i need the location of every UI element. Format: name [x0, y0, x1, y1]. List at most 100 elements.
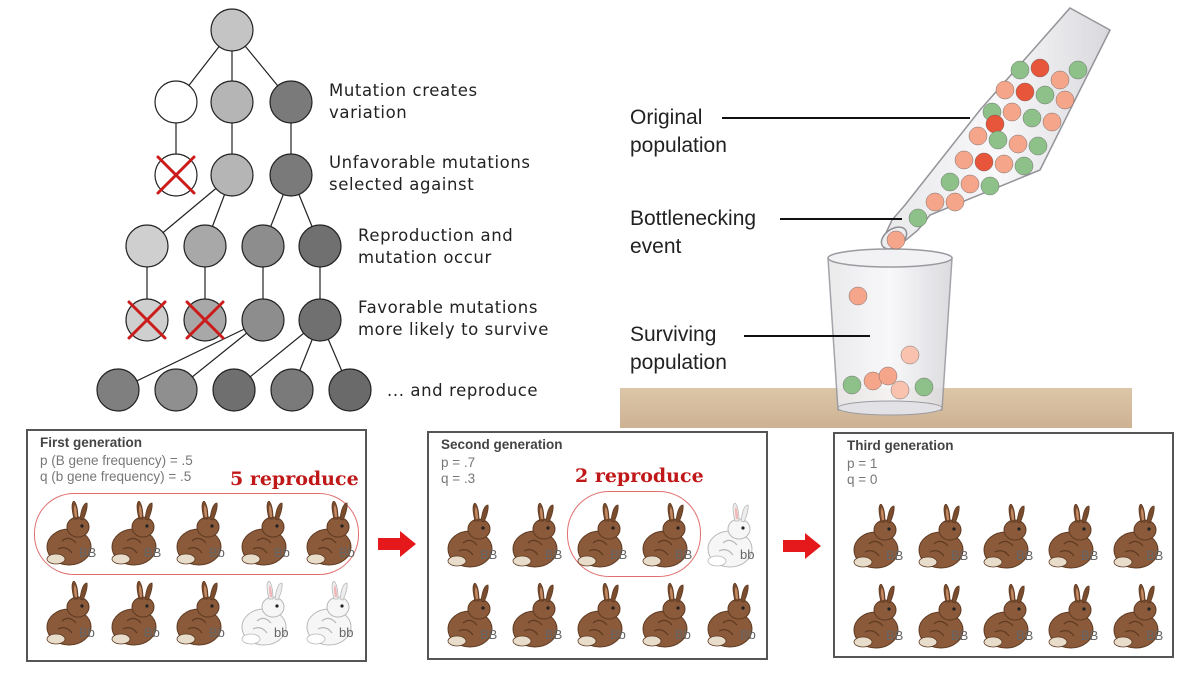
brown-rabbit-icon [1040, 503, 1102, 570]
brown-rabbit-icon [975, 583, 1037, 650]
genotype-label: BB [1016, 628, 1034, 643]
genotype-label: Bb [274, 545, 290, 560]
brown-rabbit-icon [569, 582, 631, 649]
brown-rabbit-icon [168, 500, 230, 567]
genotype-label: BB [1081, 548, 1099, 563]
step-label-reproduction: Reproduction and mutation occur [358, 226, 514, 267]
reproduce-count: 2 reproduce [575, 465, 704, 487]
genotype-label: Bb [339, 545, 355, 560]
white-rabbit-icon [298, 580, 360, 647]
step-label-favorable: Favorable mutations more likely to survi… [358, 298, 549, 339]
arrow-right-icon [783, 533, 821, 559]
tree-node [298, 224, 342, 268]
genotype-label: BB [144, 545, 162, 560]
genotype-label: bb [274, 625, 289, 640]
tree-node [125, 224, 169, 268]
frequency-p: p (B gene frequency) = .5 [40, 453, 193, 468]
genotype-label: BB [545, 627, 563, 642]
glass-beads [842, 286, 934, 400]
brown-rabbit-icon [910, 503, 972, 570]
cross-mark-icon [156, 155, 196, 195]
tree-node [270, 368, 314, 412]
genotype-label: Bb [610, 627, 626, 642]
genotype-label: BB [951, 548, 969, 563]
frequency-p: p = 1 [847, 456, 878, 471]
brown-rabbit-icon [103, 580, 165, 647]
brown-rabbit-icon [38, 500, 100, 567]
step-label-reproduce: ... and reproduce [387, 381, 539, 400]
brown-rabbit-icon [699, 582, 761, 649]
frequency-q: q = .3 [441, 471, 476, 486]
brown-rabbit-icon [298, 500, 360, 567]
tree-node [298, 298, 342, 342]
brown-rabbit-icon [845, 583, 907, 650]
tree-node [269, 153, 313, 197]
bottleneck-illustration [620, 7, 1132, 428]
tree-node [183, 224, 227, 268]
genotype-label: BB [1146, 628, 1164, 643]
genotype-label: Bb [675, 627, 691, 642]
brown-rabbit-icon [845, 503, 907, 570]
frequency-q: q (b gene frequency) = .5 [40, 469, 192, 484]
tree-node [241, 224, 285, 268]
brown-rabbit-icon [975, 503, 1037, 570]
genotype-label: BB [675, 547, 693, 562]
tree-node [210, 80, 254, 124]
step-label-unfavorable: Unfavorable mutations selected against [329, 153, 531, 194]
reproduce-count: 5 reproduce [230, 468, 359, 490]
brown-rabbit-icon [910, 583, 972, 650]
genotype-label: BB [886, 628, 904, 643]
brown-rabbit-icon [439, 582, 501, 649]
brown-rabbit-icon [569, 502, 631, 569]
genotype-label: BB [545, 547, 563, 562]
white-rabbit-icon [233, 580, 295, 647]
tree-node [241, 298, 285, 342]
brown-rabbit-icon [1105, 583, 1167, 650]
generation-title: First generation [40, 435, 143, 450]
genotype-label: BB [480, 627, 498, 642]
brown-rabbit-icon [1040, 583, 1102, 650]
genotype-label: Bb [209, 545, 225, 560]
genotype-label: bb [740, 547, 755, 562]
frequency-q: q = 0 [847, 472, 878, 487]
genotype-label: BB [1016, 548, 1034, 563]
generation-title: Second generation [441, 437, 563, 452]
tree-node-root [210, 8, 254, 52]
genotype-label: BB [1146, 548, 1164, 563]
genotype-label: Bb [740, 627, 756, 642]
cross-mark-icon [127, 300, 167, 340]
genotype-label: Bb [144, 625, 160, 640]
brown-rabbit-icon [38, 580, 100, 647]
arrow-right-icon [378, 531, 416, 557]
label-bottlenecking-event: Bottlenecking event [630, 207, 757, 258]
brown-rabbit-icon [103, 500, 165, 567]
genotype-label: Bb [209, 625, 225, 640]
reproduce-highlight-oval [567, 491, 701, 577]
tree-node [328, 368, 372, 412]
genotype-label: BB [1081, 628, 1099, 643]
label-original-population: Original population [630, 106, 727, 157]
genotype-label: Bb [79, 625, 95, 640]
frequency-p: p = .7 [441, 455, 476, 470]
genotype-label: BB [79, 545, 97, 560]
cross-mark-icon [185, 300, 225, 340]
tree-node [154, 368, 198, 412]
generation-panel-first: First generation p (B gene frequency) = … [26, 429, 367, 662]
brown-rabbit-icon [634, 502, 696, 569]
brown-rabbit-icon [504, 582, 566, 649]
genotype-label: bb [339, 625, 354, 640]
brown-rabbit-icon [504, 502, 566, 569]
tree-node [210, 153, 254, 197]
brown-rabbit-icon [439, 502, 501, 569]
brown-rabbit-icon [233, 500, 295, 567]
brown-rabbit-icon [634, 582, 696, 649]
tree-node [154, 80, 198, 124]
bottle-beads [886, 58, 1088, 250]
reproduce-highlight-oval [34, 493, 359, 575]
genotype-label: BB [480, 547, 498, 562]
label-surviving-population: Surviving population [630, 323, 727, 374]
brown-rabbit-icon [1105, 503, 1167, 570]
genotype-label: BB [610, 547, 628, 562]
tree-node [96, 368, 140, 412]
